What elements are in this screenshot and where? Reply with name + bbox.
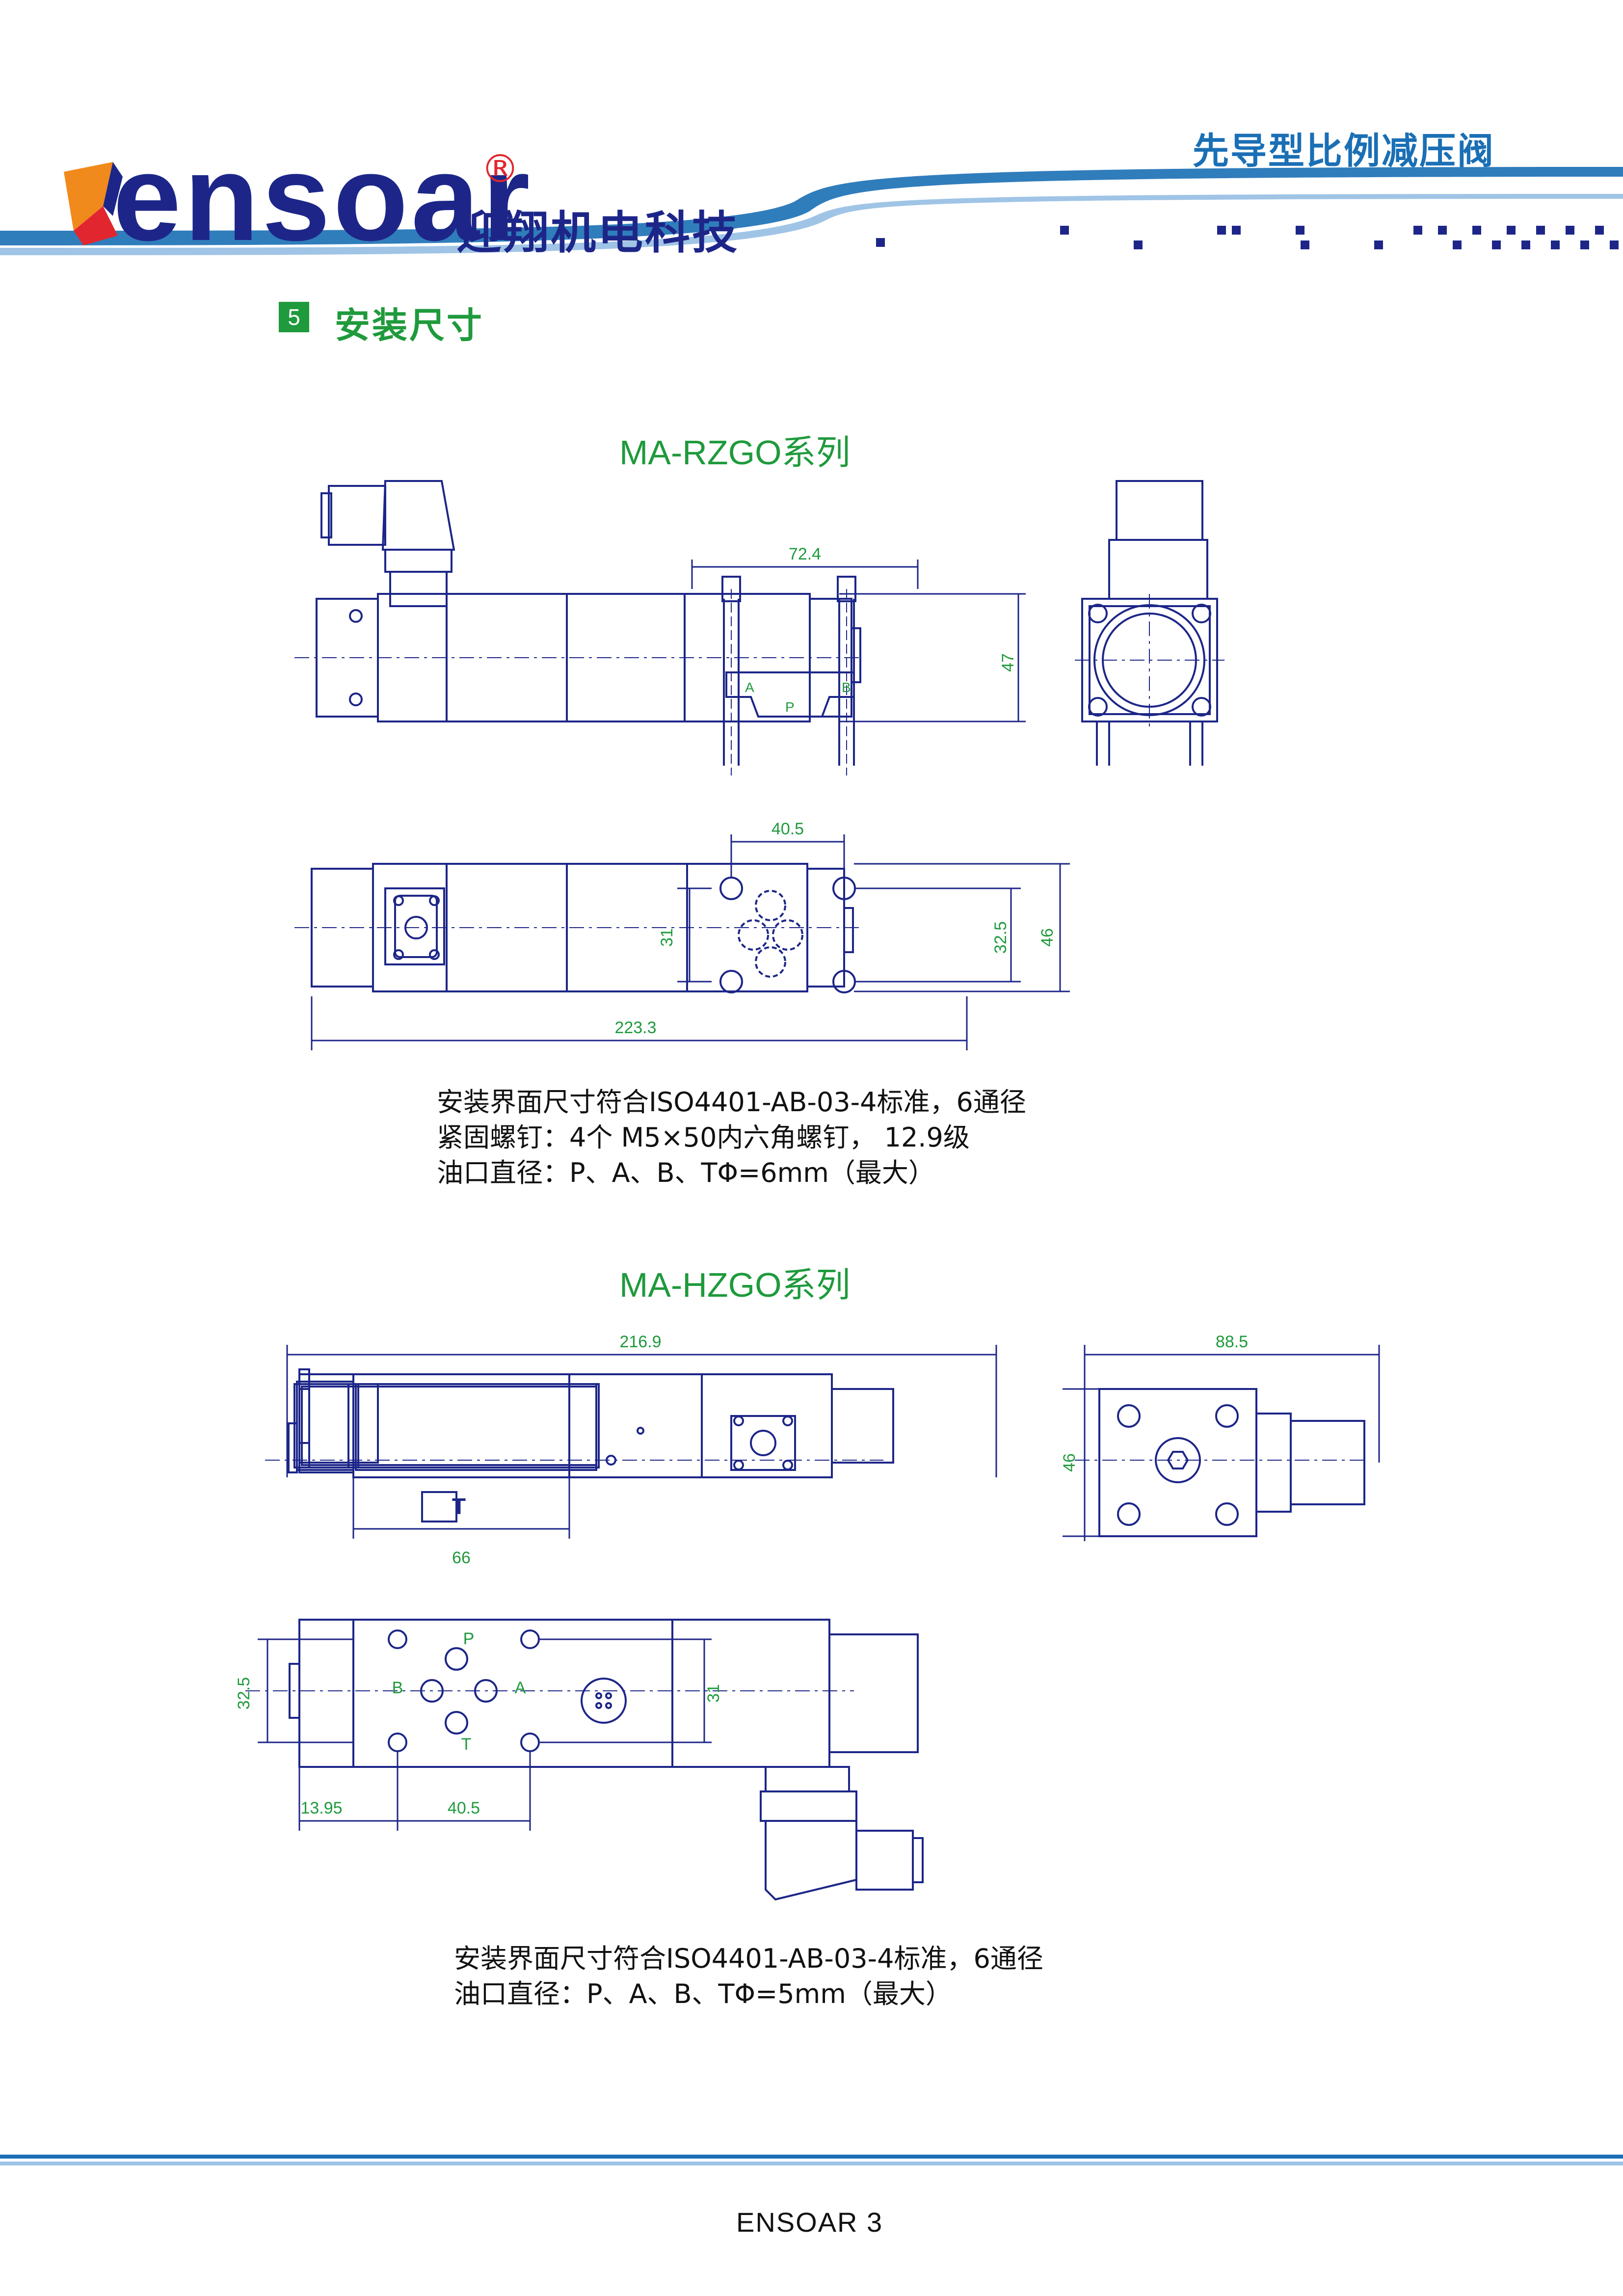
dim-32-5: 32.5 xyxy=(991,921,1010,954)
port-label-b: B xyxy=(392,1679,403,1697)
note-line: 紧固螺钉：4个 M5×50内六角螺钉， 12.9级 xyxy=(437,1122,970,1153)
dim-88-5: 88.5 xyxy=(1216,1333,1248,1351)
dim-47: 47 xyxy=(999,653,1017,672)
drawing-rzgo-front-view: 72.4 47 A P B xyxy=(294,480,1224,775)
footer-rule-light xyxy=(0,2162,1623,2165)
dim-40-5: 40.5 xyxy=(772,820,804,838)
dim-13-95: 13.95 xyxy=(300,1799,342,1817)
port-label-t: T xyxy=(461,1735,472,1754)
product-title: 先导型比例减压阀 xyxy=(1193,130,1495,172)
series-title-rzgo: MA-RZGO系列 xyxy=(619,433,851,472)
port-label-a: A xyxy=(515,1679,526,1697)
note-line: 油口直径：P、A、B、TΦ=5mm（最大） xyxy=(454,1978,952,2009)
section-number-badge: 5 xyxy=(279,302,309,332)
series-title-hzgo: MA-HZGO系列 xyxy=(619,1266,851,1304)
registered-mark: ® xyxy=(481,147,519,191)
dim-216-9: 216.9 xyxy=(619,1333,661,1351)
dim-32-5-hzgo: 32.5 xyxy=(235,1677,253,1709)
brand-wordmark: ensoar xyxy=(113,129,533,266)
port-label-b: B xyxy=(842,680,851,695)
drawing-rzgo-top-view: 40.5 31 32.5 46 223.3 xyxy=(294,820,1070,1050)
dim-40-5-hzgo: 40.5 xyxy=(448,1799,480,1817)
dim-66: 66 xyxy=(452,1548,471,1567)
note-line: 安装界面尺寸符合ISO4401-AB-03-4标准，6通径 xyxy=(437,1087,1026,1118)
port-label-p: P xyxy=(463,1629,475,1648)
footer-page-label: ENSOAR 3 xyxy=(736,2207,883,2238)
drawing-hzgo-top-view: P B A T 32.5 31 13.95 40.5 xyxy=(235,1619,924,1901)
tank-marker-t: T xyxy=(452,1494,466,1519)
note-line: 安装界面尺寸符合ISO4401-AB-03-4标准，6通径 xyxy=(454,1943,1043,1974)
dim-46-hzgo: 46 xyxy=(1060,1453,1079,1472)
footer-rule xyxy=(0,2155,1623,2159)
section-title: 安装尺寸 xyxy=(335,305,484,346)
note-line: 油口直径：P、A、B、TΦ=6mm（最大） xyxy=(437,1157,935,1188)
notes-hzgo: 安装界面尺寸符合ISO4401-AB-03-4标准，6通径 油口直径：P、A、B… xyxy=(454,1941,1043,2012)
header: ensoar ® 迎翔机电科技 先导型比例减压阀 xyxy=(0,0,1623,275)
port-label-a: A xyxy=(745,680,754,695)
logo-mark-icon xyxy=(64,162,123,245)
notes-rzgo: 安装界面尺寸符合ISO4401-AB-03-4标准，6通径 紧固螺钉：4个 M5… xyxy=(437,1085,1026,1191)
dim-223-3: 223.3 xyxy=(614,1018,656,1037)
pixel-strip xyxy=(876,226,1619,249)
brand-chinese-name: 迎翔机电科技 xyxy=(456,207,740,259)
dim-31: 31 xyxy=(658,928,676,947)
dim-31-hzgo: 31 xyxy=(704,1684,723,1703)
dim-46: 46 xyxy=(1038,928,1057,947)
header-swoosh xyxy=(0,162,1623,255)
drawing-hzgo-front-view: T 216.9 66 88.5 46 xyxy=(265,1333,1380,1567)
dim-72-4: 72.4 xyxy=(789,545,821,563)
port-label-p: P xyxy=(785,699,795,715)
